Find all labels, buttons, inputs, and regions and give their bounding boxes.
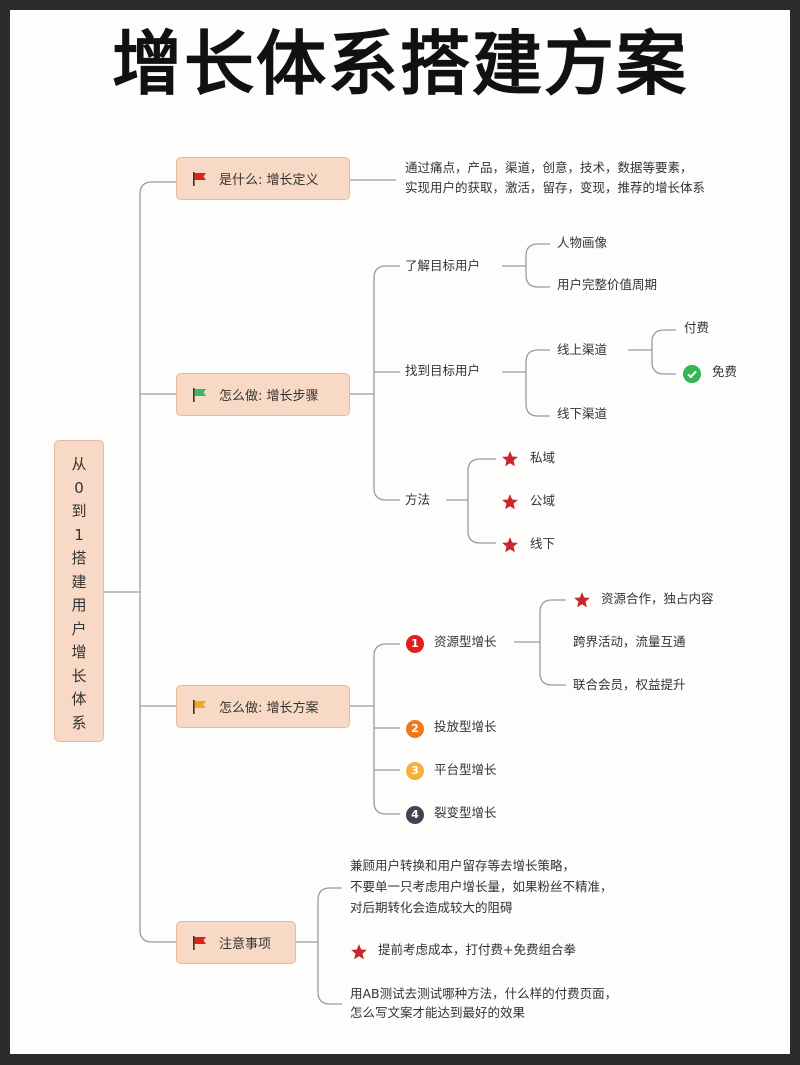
what-desc-line: 实现用户的获取，激活，留存，变现，推荐的增长体系 xyxy=(405,180,706,195)
node-resource-coop[interactable]: 资源合作，独占内容 xyxy=(601,591,714,606)
node-public-domain[interactable]: 公域 xyxy=(530,493,556,508)
root-char: 0 xyxy=(74,478,84,497)
root-char: 从 xyxy=(71,455,87,473)
root-char: 用 xyxy=(71,596,87,614)
root-char: 增 xyxy=(71,643,87,661)
branch-notes-label: 注意事项 xyxy=(219,937,272,952)
root-node[interactable]: 从 0 到 1 搭 建 用 户 增 长 体 系 xyxy=(54,440,104,742)
root-char: 系 xyxy=(71,713,87,732)
flag-icon xyxy=(193,171,206,186)
page-title: 增长体系搭建方案 xyxy=(112,23,688,105)
what-desc-line: 通过痛点，产品，渠道，创意，技术，数据等要素， xyxy=(405,160,693,175)
node-free[interactable]: 免费 xyxy=(712,364,738,379)
node-offline-channel[interactable]: 线下渠道 xyxy=(557,406,608,421)
star-icon xyxy=(351,944,367,960)
root-char: 1 xyxy=(74,525,84,544)
root-char: 建 xyxy=(71,572,87,591)
number-badge-1: 1 xyxy=(406,635,424,653)
root-char: 户 xyxy=(71,619,87,638)
number-badge-3: 3 xyxy=(406,762,424,780)
node-private-domain[interactable]: 私域 xyxy=(530,450,556,465)
node-lifecycle[interactable]: 用户完整价值周期 xyxy=(557,277,658,292)
note-line: 怎么写文案才能达到最好的效果 xyxy=(350,1005,526,1020)
branch-how-plan[interactable]: 怎么做: 增长方案 xyxy=(176,685,350,728)
node-paid[interactable]: 付费 xyxy=(684,320,710,335)
note-line: 用AB测试去测试哪种方法，什么样的付费页面， xyxy=(350,986,618,1001)
flag-icon xyxy=(193,699,206,714)
note-line: 不要单一只考虑用户增长量，如果粉丝不精准， xyxy=(350,879,613,894)
node-offline[interactable]: 线下 xyxy=(530,536,556,551)
node-persona[interactable]: 人物画像 xyxy=(557,235,608,250)
root-char: 搭 xyxy=(71,549,87,567)
branch-notes[interactable]: 注意事项 xyxy=(176,921,296,964)
root-char: 长 xyxy=(71,666,87,685)
node-resource-growth[interactable]: 资源型增长 xyxy=(434,634,497,649)
node-understand-users[interactable]: 了解目标用户 xyxy=(405,258,481,273)
flag-icon xyxy=(193,935,206,950)
star-icon xyxy=(502,451,518,467)
root-char: 体 xyxy=(71,690,87,708)
note-line: 对后期转化会造成较大的阻碍 xyxy=(350,900,513,915)
root-char: 到 xyxy=(71,502,87,520)
node-online-channel[interactable]: 线上渠道 xyxy=(557,342,608,357)
star-icon xyxy=(574,592,590,608)
note-line: 兼顾用户转换和用户留存等去增长策略， xyxy=(350,858,576,873)
node-platform-growth[interactable]: 平台型增长 xyxy=(434,762,497,777)
number-badge-2: 2 xyxy=(406,720,424,738)
node-ad-growth[interactable]: 投放型增长 xyxy=(434,719,497,734)
node-find-users[interactable]: 找到目标用户 xyxy=(405,363,481,378)
branch-how-steps-label: 怎么做: 增长步骤 xyxy=(219,389,319,404)
star-icon xyxy=(502,494,518,510)
node-crossover[interactable]: 跨界活动，流量互通 xyxy=(573,634,686,649)
number-badge-4: 4 xyxy=(406,806,424,824)
branch-what-label: 是什么: 增长定义 xyxy=(219,173,319,188)
check-icon xyxy=(683,365,701,383)
flag-icon xyxy=(193,387,206,402)
star-icon xyxy=(502,537,518,553)
node-joint-membership[interactable]: 联合会员，权益提升 xyxy=(573,677,686,692)
node-method[interactable]: 方法 xyxy=(405,492,431,507)
branch-how-steps[interactable]: 怎么做: 增长步骤 xyxy=(176,373,350,416)
branch-what[interactable]: 是什么: 增长定义 xyxy=(176,157,350,200)
branch-how-plan-label: 怎么做: 增长方案 xyxy=(219,701,319,716)
node-viral-growth[interactable]: 裂变型增长 xyxy=(434,805,497,820)
note-line: 提前考虑成本，打付费+免费组合拳 xyxy=(378,942,576,957)
